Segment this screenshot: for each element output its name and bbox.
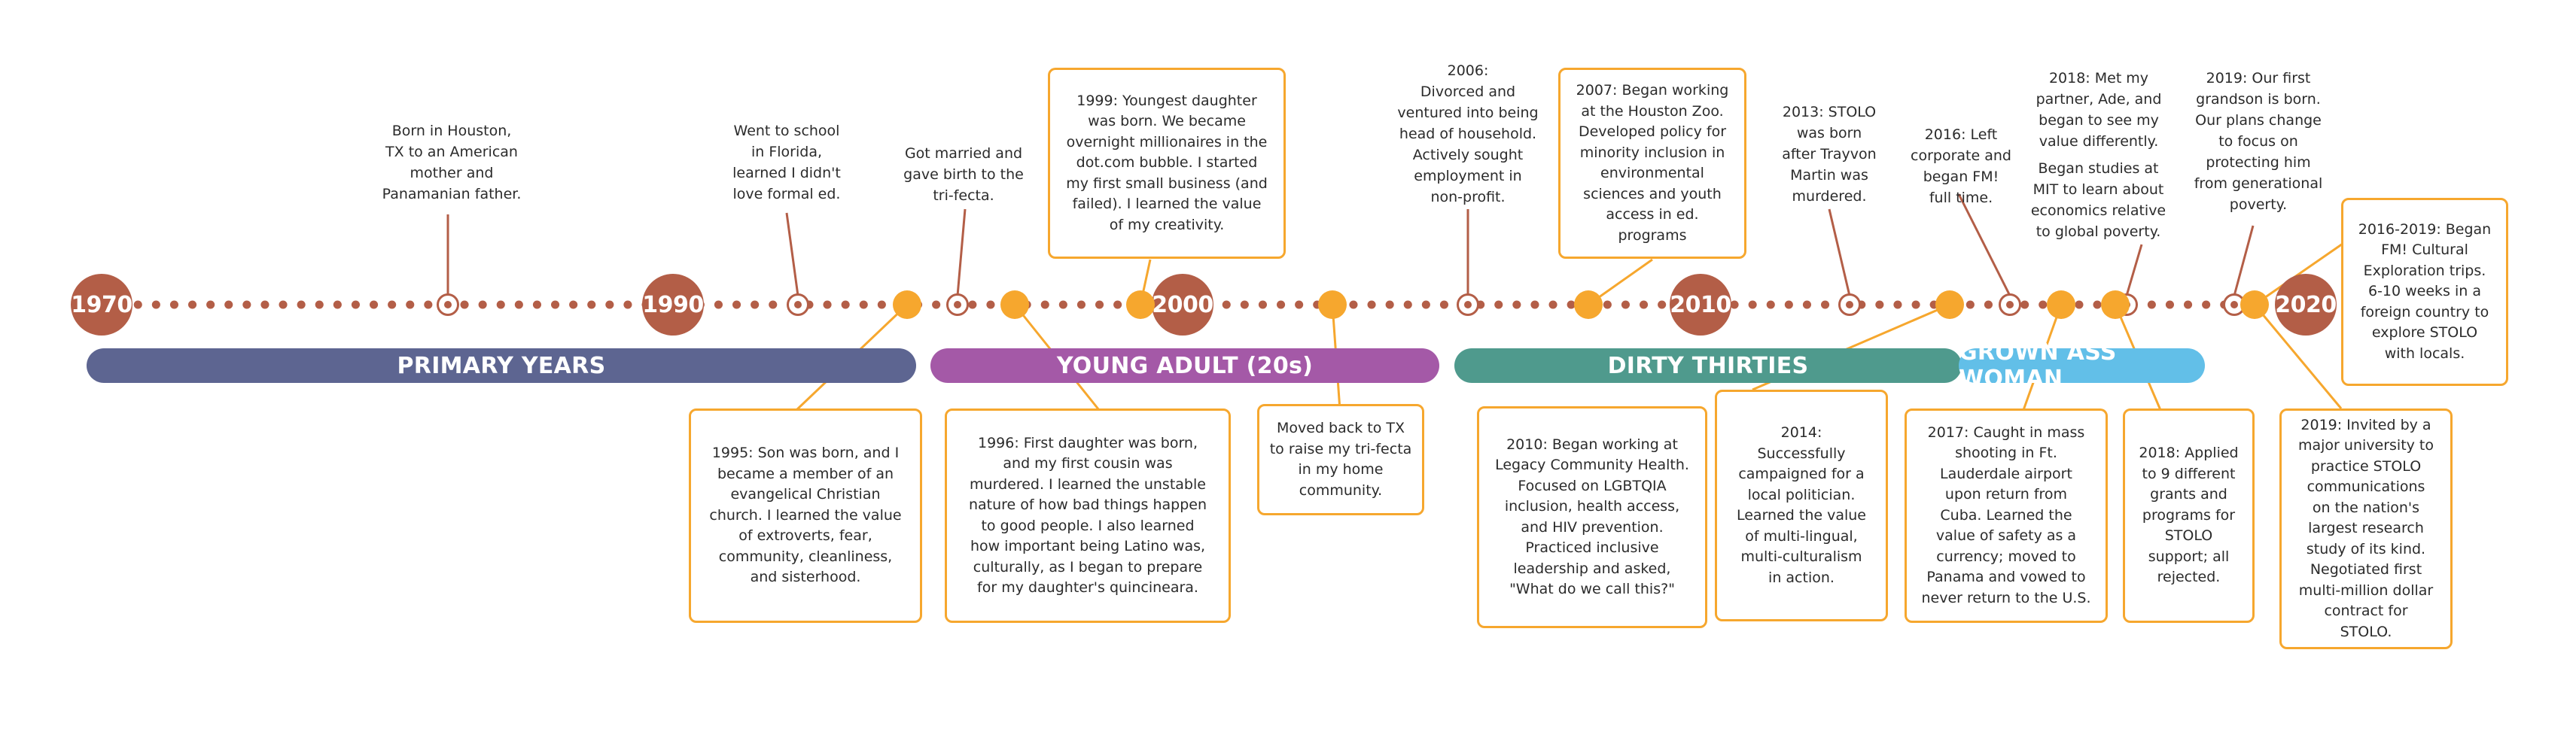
event-text-2019: 2019: Invited by a major university to p… xyxy=(2298,416,2434,640)
event-box-2016-2019: 2016-2019: Began FM! Cultural Exploratio… xyxy=(2341,198,2508,386)
era-grown-ass-woman: GROWN ASS WOMAN xyxy=(1959,339,2205,392)
event-box-1999: 1999: Youngest daughter was born. We bec… xyxy=(1048,68,1286,259)
decade-2010: 2010 xyxy=(1670,274,1731,336)
event-box-2019: 2019: Invited by a major university to p… xyxy=(2279,408,2453,649)
event-text-1996: 1996: First daughter was born, and my fi… xyxy=(968,434,1207,597)
ring-marker-2013 xyxy=(1838,293,1861,316)
note-married: Got married and gave birth to the tri-fe… xyxy=(903,145,1024,204)
note-grandson: 2019: Our first grandson is born. Our pl… xyxy=(2194,70,2323,213)
event-text-1999: 1999: Youngest daughter was born. We bec… xyxy=(1066,92,1268,233)
note-2013: 2013: STOLO was born after Trayvon Marti… xyxy=(1782,104,1877,205)
event-box-2007: 2007: Began working at the Houston Zoo. … xyxy=(1558,68,1746,259)
event-dot-2007 xyxy=(1574,290,1603,319)
event-dot-1999 xyxy=(1126,290,1155,319)
event-box-1995: 1995: Son was born, and I became a membe… xyxy=(689,408,922,623)
era-young-adult: YOUNG ADULT (20s) xyxy=(930,348,1439,383)
event-dot-1996 xyxy=(1000,290,1029,319)
decade-1970: 1970 xyxy=(71,274,132,336)
event-box-2017: 2017: Caught in mass shooting in Ft. Lau… xyxy=(1905,408,2108,623)
event-text-2007: 2007: Began working at the Houston Zoo. … xyxy=(1576,82,1729,244)
era-primary-years: PRIMARY YEARS xyxy=(87,348,916,383)
event-box-2018: 2018: Applied to 9 different grants and … xyxy=(2123,408,2255,623)
note-born: Born in Houston, TX to an American mothe… xyxy=(382,123,522,202)
event-dot-2017 xyxy=(2047,290,2075,319)
note-2016: 2016: Left corporate and began FM! full … xyxy=(1911,126,2011,206)
event-box-1996: 1996: First daughter was born, and my fi… xyxy=(945,408,1231,623)
ring-marker-born xyxy=(437,293,459,316)
decade-1990: 1990 xyxy=(642,274,704,336)
event-text-2017: 2017: Caught in mass shooting in Ft. Lau… xyxy=(1921,424,2091,606)
note-school: Went to school in Florida, learned I did… xyxy=(732,123,841,202)
decade-2000: 2000 xyxy=(1152,274,1213,336)
event-text-1995: 1995: Son was born, and I became a membe… xyxy=(709,445,902,586)
event-box-moved: Moved back to TX to raise my tri-fecta i… xyxy=(1257,404,1424,515)
event-dot-1995 xyxy=(893,290,921,319)
event-text-2018: 2018: Applied to 9 different grants and … xyxy=(2139,445,2239,586)
event-box-2010: 2010: Began working at Legacy Community … xyxy=(1477,406,1707,628)
note-mit: Began studies at MIT to learn about econ… xyxy=(2030,160,2166,240)
event-text-2010: 2010: Began working at Legacy Community … xyxy=(1495,436,1689,598)
event-text-2016-2019: 2016-2019: Began FM! Cultural Exploratio… xyxy=(2358,220,2492,362)
event-dot-moved xyxy=(1318,290,1347,319)
event-dot-2019 xyxy=(2240,290,2269,319)
era-dirty-thirties: DIRTY THIRTIES xyxy=(1454,348,1962,383)
decade-2020: 2020 xyxy=(2275,274,2337,336)
ring-marker-2016 xyxy=(1999,293,2021,316)
event-text-moved: Moved back to TX to raise my tri-fecta i… xyxy=(1269,420,1412,499)
ring-marker-school xyxy=(787,293,809,316)
event-dot-2018 xyxy=(2101,290,2130,319)
note-2018-partner: 2018: Met my partner, Ade, and began to … xyxy=(2036,70,2162,150)
ring-marker-2006 xyxy=(1457,293,1479,316)
ring-marker-married xyxy=(946,293,969,316)
event-dot-2014 xyxy=(1935,290,1964,319)
event-box-2014: 2014: Successfully campaigned for a loca… xyxy=(1715,390,1888,621)
note-2006: 2006: Divorced and ventured into being h… xyxy=(1397,62,1539,205)
event-text-2014: 2014: Successfully campaigned for a loca… xyxy=(1736,424,1866,586)
